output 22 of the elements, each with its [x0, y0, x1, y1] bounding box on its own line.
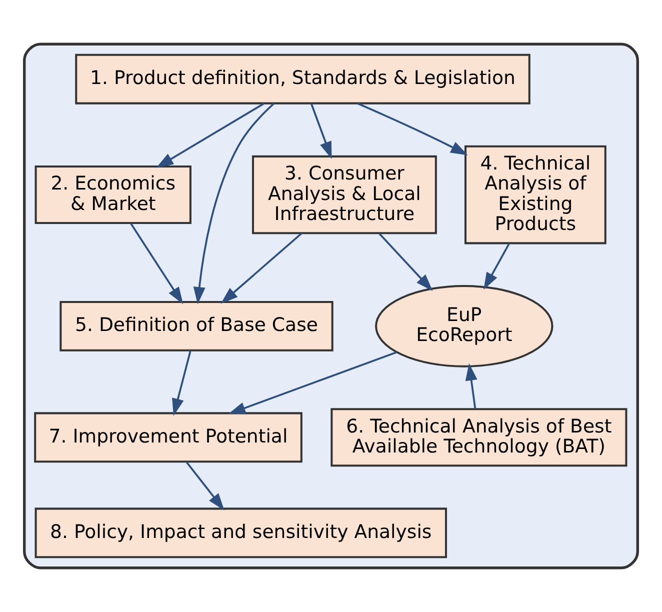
- arrow: [185, 461, 224, 510]
- arrow: [193, 102, 275, 304]
- node-box: 3. Consumer Analysis & Local Infraestructure: [252, 155, 437, 234]
- node-box: 2. Economics & Market: [34, 166, 192, 224]
- cluster: [23, 42, 639, 570]
- node-box: 7. Improvement Potential: [34, 412, 302, 463]
- arrow: [484, 242, 510, 290]
- arrow: [465, 363, 478, 409]
- node-ellipse: EuP EcoReport: [375, 284, 554, 368]
- arrow: [228, 351, 397, 414]
- arrow: [220, 232, 302, 304]
- arrow: [130, 222, 184, 304]
- node-box: 4. Technical Analysis of Existing Products: [464, 145, 606, 244]
- node-box: 5. Definition of Base Case: [60, 300, 334, 352]
- arrow: [378, 232, 433, 292]
- arrow: [172, 350, 192, 416]
- node-box: 1. Product definition, Standards & Legislation: [75, 54, 530, 104]
- arrow: [357, 102, 468, 156]
- arrow: [310, 104, 332, 159]
- arrow: [156, 102, 264, 168]
- node-box: 8. Policy, Impact and sensitivity Analysis: [34, 508, 447, 558]
- node-box: 6. Technical Analysis of Best Available Technology (BAT): [330, 408, 628, 467]
